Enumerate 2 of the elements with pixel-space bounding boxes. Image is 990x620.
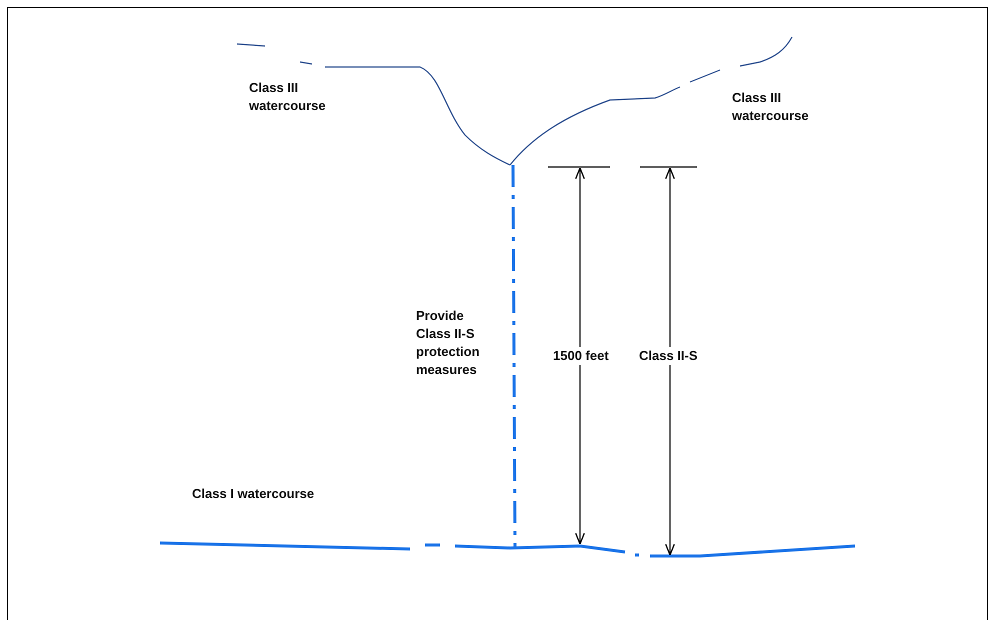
dimension-label: 1500 feet [551, 347, 611, 365]
dimension-label: Class II-S [637, 347, 700, 365]
